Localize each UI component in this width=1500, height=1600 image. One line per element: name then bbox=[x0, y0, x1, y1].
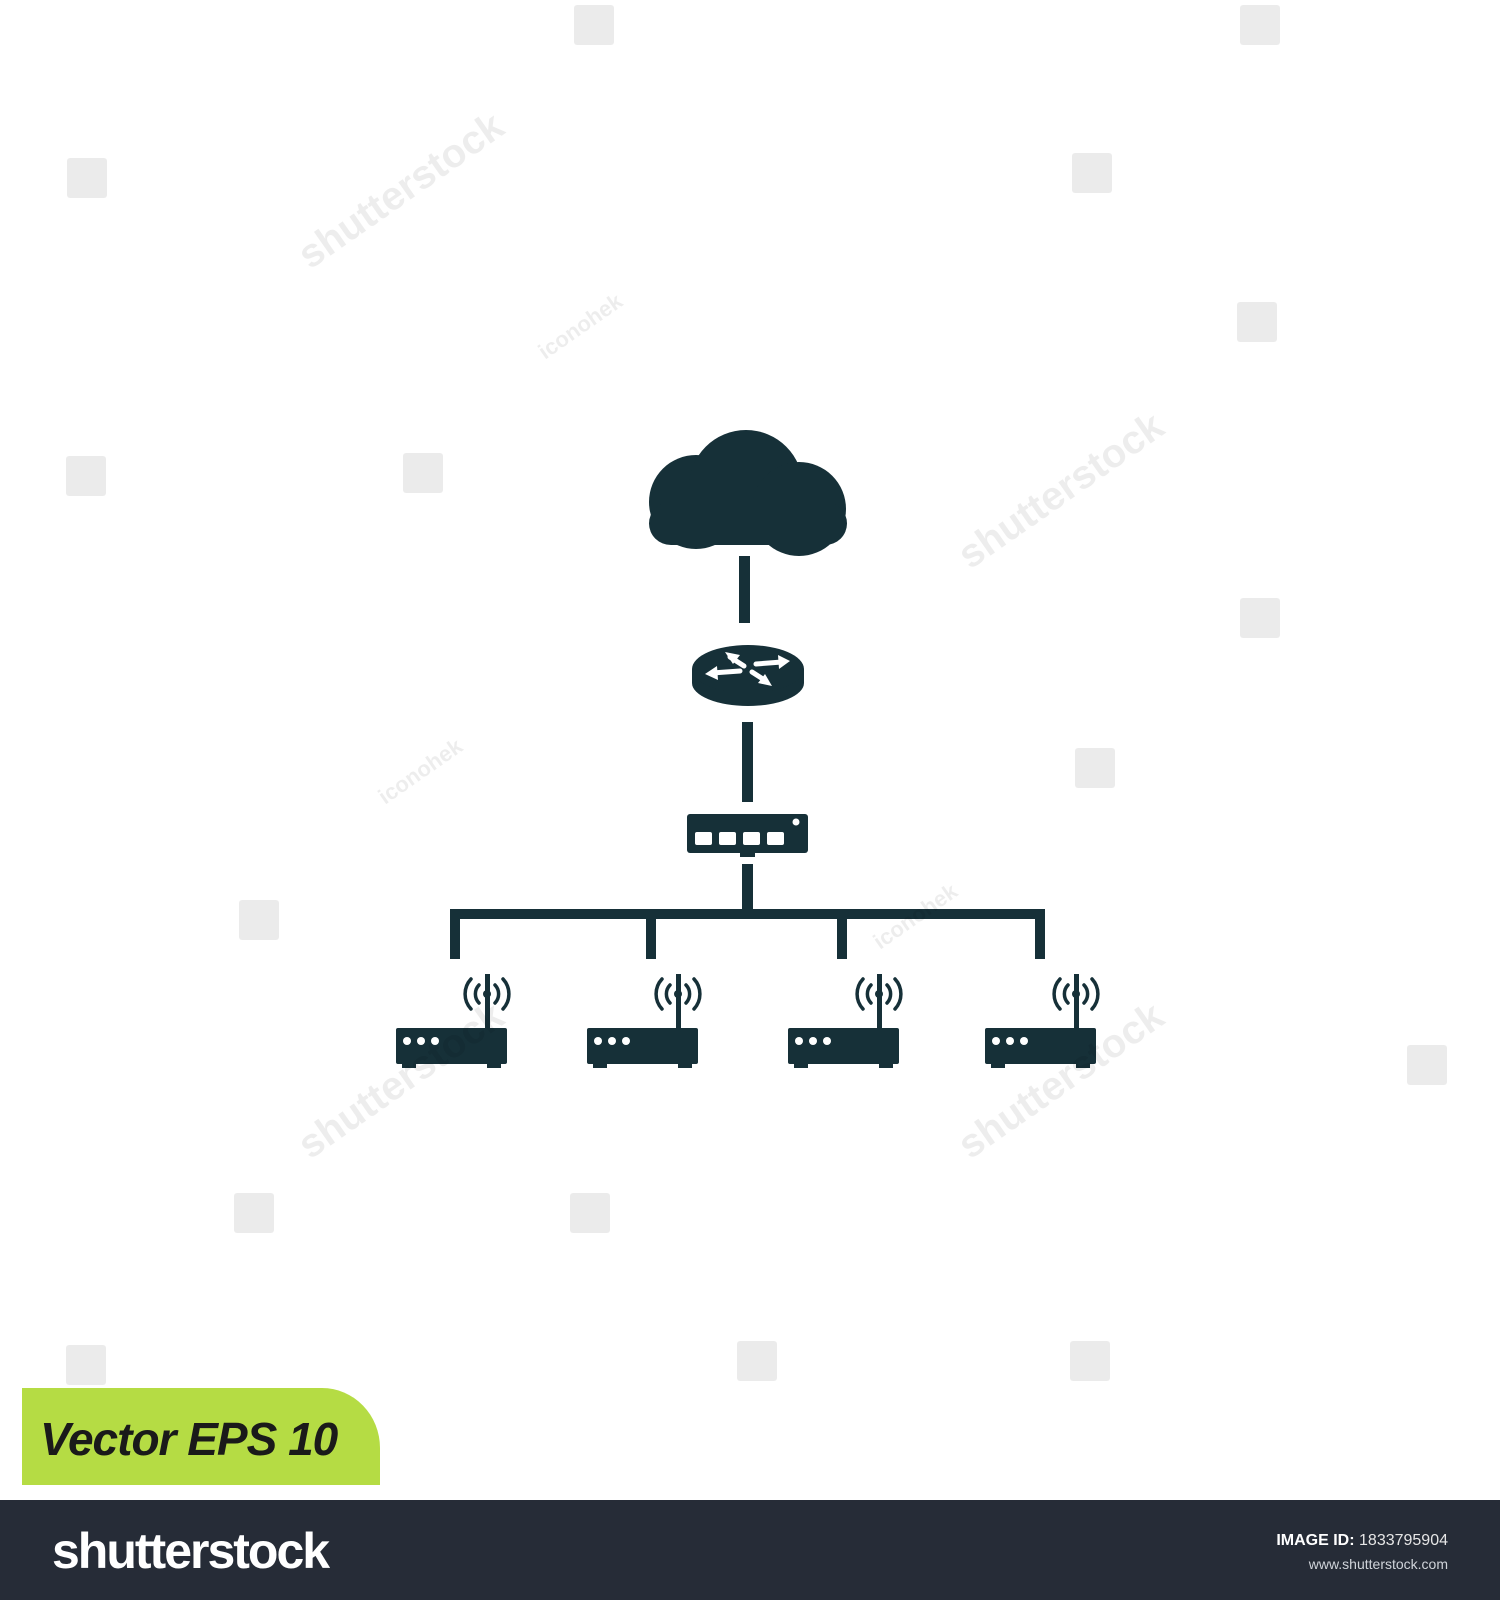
watermark-contributor: iconohek bbox=[374, 733, 468, 809]
watermark-text: shutterstock bbox=[290, 993, 512, 1167]
image-id-value: 1833795904 bbox=[1359, 1532, 1448, 1549]
connection-lines bbox=[450, 556, 1045, 959]
cloud-icon bbox=[649, 430, 847, 556]
format-badge bbox=[22, 1388, 380, 1485]
drop-line-1 bbox=[450, 909, 460, 959]
network-switch-icon bbox=[687, 814, 808, 857]
watermark-text: shutterstock bbox=[950, 993, 1172, 1167]
router-switch-link bbox=[742, 722, 753, 802]
site-url[interactable]: www.shutterstock.com bbox=[1308, 1556, 1448, 1572]
cloud-router-link bbox=[739, 556, 750, 623]
drop-line-2 bbox=[646, 909, 656, 959]
drop-line-4 bbox=[1035, 909, 1045, 959]
image-id-line: IMAGE ID: 1833795904 bbox=[1276, 1532, 1448, 1550]
drop-line-3 bbox=[837, 909, 847, 959]
distribution-bus bbox=[450, 909, 1045, 919]
watermark-text: shutterstock bbox=[290, 103, 512, 277]
wifi-router-icon bbox=[786, 972, 903, 1070]
watermark-text: shutterstock bbox=[950, 403, 1172, 577]
image-id-label: IMAGE ID: bbox=[1276, 1532, 1355, 1549]
brand-logo: shutterstock bbox=[52, 1523, 330, 1579]
format-badge-label: Vector EPS 10 bbox=[40, 1413, 338, 1465]
network-diagram: shutterstock shutterstock shutterstock s… bbox=[66, 5, 1447, 1385]
footer-bar: shutterstock IMAGE ID: 1833795904 www.sh… bbox=[0, 1500, 1500, 1600]
wifi-router-icon bbox=[585, 972, 702, 1070]
router-icon bbox=[692, 645, 804, 706]
watermark-contributor: iconohek bbox=[534, 288, 628, 364]
switch-trunk-link bbox=[742, 864, 753, 914]
